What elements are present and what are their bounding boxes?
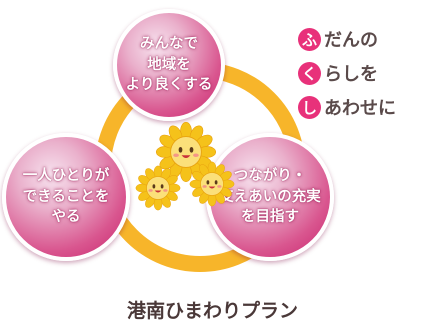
bubble-individual-text: 一人ひとりが できることを やる [22,168,110,226]
slogan-text-3: あわせに [324,98,396,119]
slogan-text-1: だんの [324,30,378,51]
slogan-badge-fu: ふ [298,27,321,51]
slogan-badge-shi: し [298,95,321,119]
slogan-line-2: く らしを [298,56,396,90]
slogan-line-1: ふ だんの [298,22,396,56]
slogan-line-3: し あわせに [298,90,396,124]
plan-title: 港南ひまわりプラン [126,300,298,322]
bubble-connection: つながり・ 支えあいの充実 を目指す [206,133,334,261]
slogan-badge-ku: く [298,61,321,85]
bubble-community: みんなで 地域を より良くする [113,9,225,121]
bubble-individual: 一人ひとりが できることを やる [2,133,130,261]
sunflower-mascots [135,121,235,211]
slogan-text-2: らしを [324,64,378,85]
bubble-connection-text: つながり・ 支えあいの充実 を目指す [219,168,321,226]
bubble-community-text: みんなで 地域を より良くする [125,36,213,94]
slogan: ふ だんの く らしを し あわせに [298,22,396,124]
